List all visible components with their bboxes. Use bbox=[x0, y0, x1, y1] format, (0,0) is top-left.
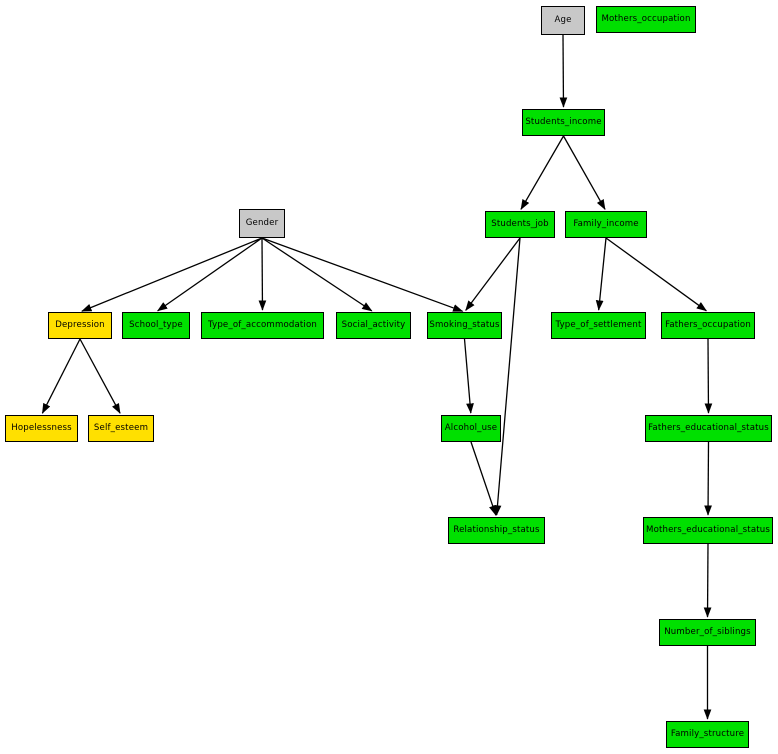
edge-depression-to-hopelessness bbox=[41, 338, 81, 414]
node-label: Self_esteem bbox=[93, 423, 149, 434]
node-smoking_status[interactable]: Smoking_status bbox=[427, 312, 502, 339]
node-label: School_type bbox=[129, 320, 183, 331]
node-label: Students_job bbox=[491, 219, 549, 230]
node-label: Mothers_occupation bbox=[601, 14, 691, 25]
edge-students_job-to-relationship_status bbox=[493, 237, 521, 516]
node-label: Students_income bbox=[525, 117, 602, 128]
node-type_of_accommodation[interactable]: Type_of_accommodation bbox=[201, 312, 324, 339]
edge-students_job-to-smoking_status bbox=[465, 237, 521, 312]
node-label: Alcohol_use bbox=[444, 423, 498, 434]
node-mothers_occupation[interactable]: Mothers_occupation bbox=[596, 6, 696, 33]
node-mothers_educational_status[interactable]: Mothers_educational_status bbox=[643, 517, 773, 544]
node-label: Smoking_status bbox=[429, 320, 500, 331]
edge-alcohol_use-to-relationship_status bbox=[470, 441, 497, 516]
node-alcohol_use[interactable]: Alcohol_use bbox=[441, 415, 501, 442]
node-self_esteem[interactable]: Self_esteem bbox=[88, 415, 154, 442]
node-label: Mothers_educational_status bbox=[646, 525, 770, 536]
node-label: Family_structure bbox=[670, 729, 745, 740]
node-fathers_educational_status[interactable]: Fathers_educational_status bbox=[645, 415, 772, 442]
node-label: Relationship_status bbox=[453, 525, 540, 536]
node-label: Fathers_educational_status bbox=[648, 423, 769, 434]
node-label: Social_activity bbox=[341, 320, 406, 331]
edge-students_income-to-students_job bbox=[520, 135, 565, 210]
node-family_income[interactable]: Family_income bbox=[565, 211, 647, 238]
node-label: Gender bbox=[245, 218, 279, 229]
node-depression[interactable]: Depression bbox=[48, 312, 112, 339]
edge-family_income-to-fathers_occupation bbox=[605, 237, 708, 312]
node-fathers_occupation[interactable]: Fathers_occupation bbox=[661, 312, 755, 339]
node-label: Type_of_settlement bbox=[555, 320, 642, 331]
node-label: Fathers_occupation bbox=[665, 320, 751, 331]
node-label: Depression bbox=[55, 320, 105, 331]
edge-gender-to-school_type bbox=[157, 237, 263, 312]
edge-smoking_status-to-alcohol_use bbox=[463, 338, 474, 414]
edge-depression-to-self_esteem bbox=[79, 338, 121, 414]
node-label: Number_of_siblings bbox=[664, 627, 751, 638]
edge-gender-to-smoking_status bbox=[261, 237, 464, 312]
node-gender[interactable]: Gender bbox=[239, 209, 285, 238]
edges bbox=[41, 34, 713, 720]
node-hopelessness[interactable]: Hopelessness bbox=[5, 415, 78, 442]
node-age[interactable]: Age bbox=[541, 6, 585, 35]
node-label: Hopelessness bbox=[11, 423, 72, 434]
edge-gender-to-social_activity bbox=[261, 237, 373, 312]
node-label: Family_income bbox=[573, 219, 639, 230]
node-number_of_siblings[interactable]: Number_of_siblings bbox=[659, 619, 756, 646]
node-relationship_status[interactable]: Relationship_status bbox=[448, 517, 545, 544]
node-students_job[interactable]: Students_job bbox=[485, 211, 555, 238]
edge-students_income-to-family_income bbox=[562, 135, 606, 210]
node-students_income[interactable]: Students_income bbox=[522, 109, 605, 136]
node-family_structure[interactable]: Family_structure bbox=[666, 721, 749, 748]
node-type_of_settlement[interactable]: Type_of_settlement bbox=[551, 312, 646, 339]
node-label: Age bbox=[554, 15, 572, 26]
node-school_type[interactable]: School_type bbox=[122, 312, 190, 339]
node-label: Type_of_accommodation bbox=[208, 320, 317, 331]
edge-gender-to-depression bbox=[81, 237, 263, 312]
edge-family_income-to-type_of_settlement bbox=[595, 237, 607, 311]
node-social_activity[interactable]: Social_activity bbox=[336, 312, 411, 339]
